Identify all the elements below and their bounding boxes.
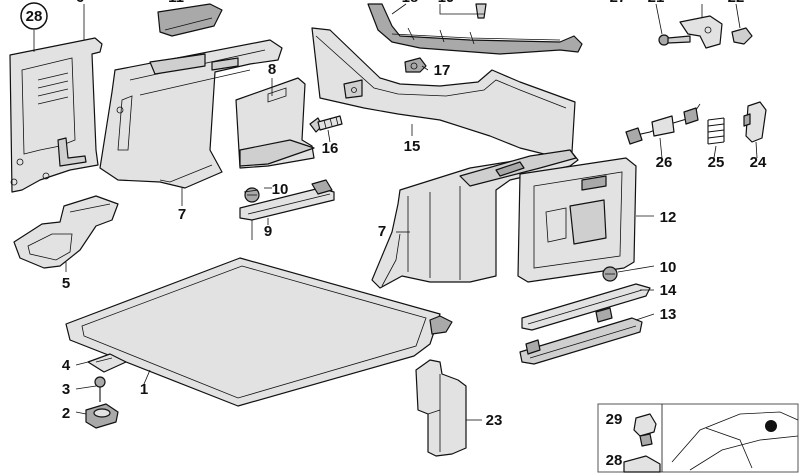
callout-10-upper: 10	[272, 181, 289, 198]
part-4-washer	[87, 353, 127, 373]
callout-27: 27	[610, 0, 627, 6]
callout-labels: 28 6 11 18 19 27 21 22 8 17 16 15 26 25 …	[20, 0, 767, 469]
callout-28: 28	[606, 452, 623, 469]
callout-22: 22	[728, 0, 745, 6]
callout-23: 23	[486, 412, 503, 429]
callout-14: 14	[660, 282, 677, 299]
callout-16: 16	[322, 140, 339, 157]
part-1-floor-mat	[65, 257, 453, 407]
part-23-support-bracket	[415, 359, 467, 457]
callout-9: 9	[264, 223, 272, 240]
callout-11: 11	[168, 0, 184, 6]
part-10-expansion-nut-lower	[602, 266, 618, 282]
callout-25: 25	[708, 154, 725, 171]
callout-18: 18	[402, 0, 419, 6]
callout-6: 6	[76, 0, 84, 6]
callout-2: 2	[62, 405, 70, 422]
part-17-clip	[404, 57, 427, 73]
part-22-clip-nut	[731, 27, 753, 45]
callout-17: 17	[434, 62, 451, 79]
part-11-trim-strip	[157, 3, 223, 37]
callout-12: 12	[660, 209, 677, 226]
part-24-latch	[743, 101, 767, 143]
callout-10-lower: 10	[660, 259, 677, 276]
part-15-rear-panel	[311, 27, 576, 159]
part-3-screw	[94, 376, 106, 402]
callout-13: 13	[660, 306, 677, 323]
part-13-loading-sill	[519, 307, 643, 365]
callout-28-circle-text: 28	[26, 8, 43, 25]
callout-26: 26	[656, 154, 673, 171]
part-14-sill-strip	[521, 283, 651, 331]
part-25-spring	[707, 117, 725, 145]
callout-3: 3	[62, 381, 70, 398]
callout-7-right: 7	[378, 223, 386, 240]
part-20-holder	[679, 15, 723, 49]
part-12-panel-frame	[517, 157, 637, 283]
part-7-right-side-trim	[371, 149, 579, 289]
callout-7-left: 7	[178, 206, 186, 223]
callout-15: 15	[404, 138, 421, 155]
part-21-screw	[658, 34, 691, 46]
part-28-cap	[623, 455, 661, 473]
part-29-plug	[633, 413, 657, 447]
callout-1: 1	[140, 381, 148, 398]
callout-4: 4	[62, 357, 71, 374]
callout-24: 24	[750, 154, 767, 171]
part-9-guide-rail	[239, 179, 335, 240]
callout-29: 29	[606, 411, 623, 428]
car-location-sketch	[671, 411, 799, 471]
part-8-cover-panel	[235, 77, 315, 169]
part-18-mounting-bracket	[367, 3, 583, 55]
callout-5: 5	[62, 275, 70, 292]
callout-8: 8	[268, 61, 276, 78]
leader-lines	[33, 3, 758, 421]
inset-panel	[597, 403, 799, 473]
part-16-rivet	[309, 115, 343, 133]
part-26-wiring-harness	[625, 103, 701, 145]
part-19-clip	[475, 3, 487, 19]
part-5-storage-tray	[13, 195, 119, 269]
part-2-grommet	[85, 403, 119, 429]
part-7-left-side-trim	[99, 39, 283, 189]
callout-28-circle	[20, 2, 48, 30]
part-6-side-panel	[9, 37, 103, 193]
callout-21: 21	[648, 0, 665, 6]
callout-19: 19	[438, 0, 455, 6]
